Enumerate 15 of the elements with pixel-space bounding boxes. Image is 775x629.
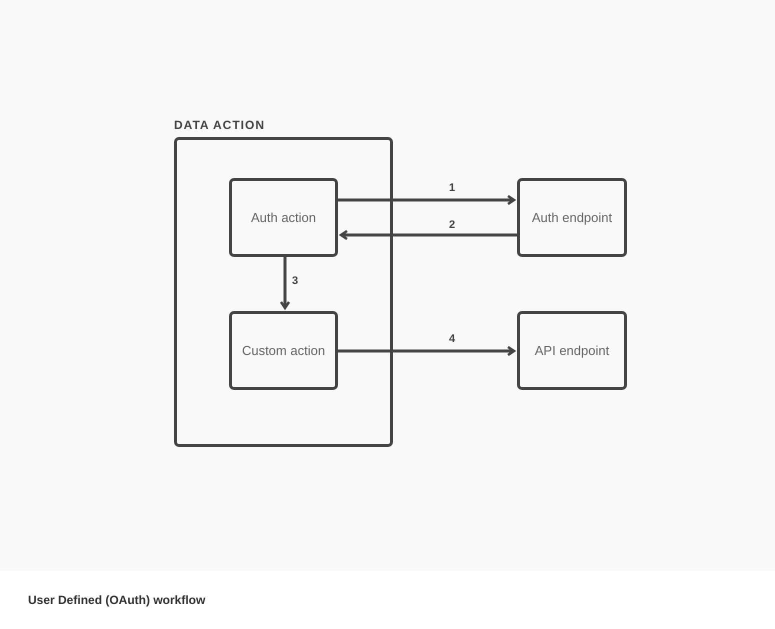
process-box: API endpoint bbox=[517, 311, 627, 390]
group-frame bbox=[174, 118, 393, 447]
process-box: Auth action bbox=[229, 178, 338, 257]
arrow bbox=[280, 257, 290, 310]
arrow bbox=[338, 346, 516, 356]
group-heading: DATA ACTION bbox=[174, 118, 265, 132]
edge-label: 2 bbox=[448, 219, 456, 231]
edge-label: 4 bbox=[448, 333, 456, 345]
process-box: Auth endpoint bbox=[517, 178, 627, 257]
edge-label: 1 bbox=[448, 182, 456, 194]
edge-label: 3 bbox=[292, 275, 298, 287]
arrow bbox=[340, 230, 517, 240]
caption: User Defined (OAuth) workflow bbox=[28, 593, 206, 607]
process-box: Custom action bbox=[229, 311, 338, 390]
arrow bbox=[338, 194, 516, 206]
